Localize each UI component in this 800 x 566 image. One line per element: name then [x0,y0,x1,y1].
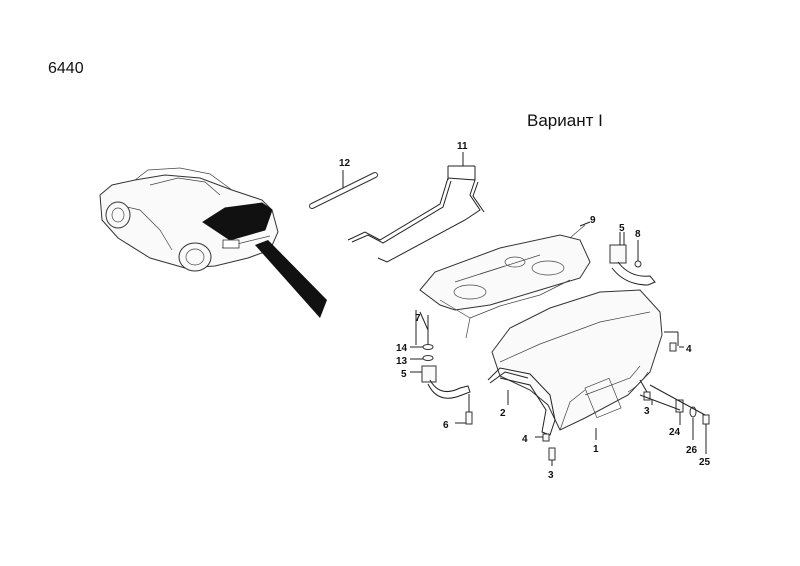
leader-lines [410,232,653,440]
variant-label: Вариант I [527,111,603,130]
callout-9: 9 [590,215,596,226]
callout-1: 1 [593,444,599,455]
callout-25: 25 [699,457,711,468]
callout-11: 11 [457,141,468,152]
callout-14: 14 [396,343,408,354]
fasteners [535,331,710,466]
callout-3-left: 3 [548,470,554,481]
callout-5-left: 5 [401,369,407,380]
page-code: 6440 [48,60,84,77]
part-2-seal [487,367,556,436]
highlight-wedge [255,240,327,318]
callout-4-right: 4 [686,344,692,355]
callout-12: 12 [339,158,351,169]
callout-24: 24 [669,427,681,438]
part-1-trunk-lid [491,289,663,431]
callout-4-left: 4 [522,434,528,445]
part-12-rod [309,170,378,209]
callout-26: 26 [686,445,698,456]
part-5-hinge-right [609,232,656,286]
callout-5-right: 5 [619,223,625,234]
callout-2: 2 [500,408,506,419]
part-11-torsion-bar [347,152,485,263]
callout-6: 6 [443,420,449,431]
callout-3-right: 3 [644,406,650,417]
callout-7: 7 [415,313,421,324]
car-overview [99,167,279,272]
part-9-rear-shelf [419,221,591,339]
part-5-hinge-left [415,310,473,425]
callout-8: 8 [635,229,641,240]
callout-13: 13 [396,356,408,367]
